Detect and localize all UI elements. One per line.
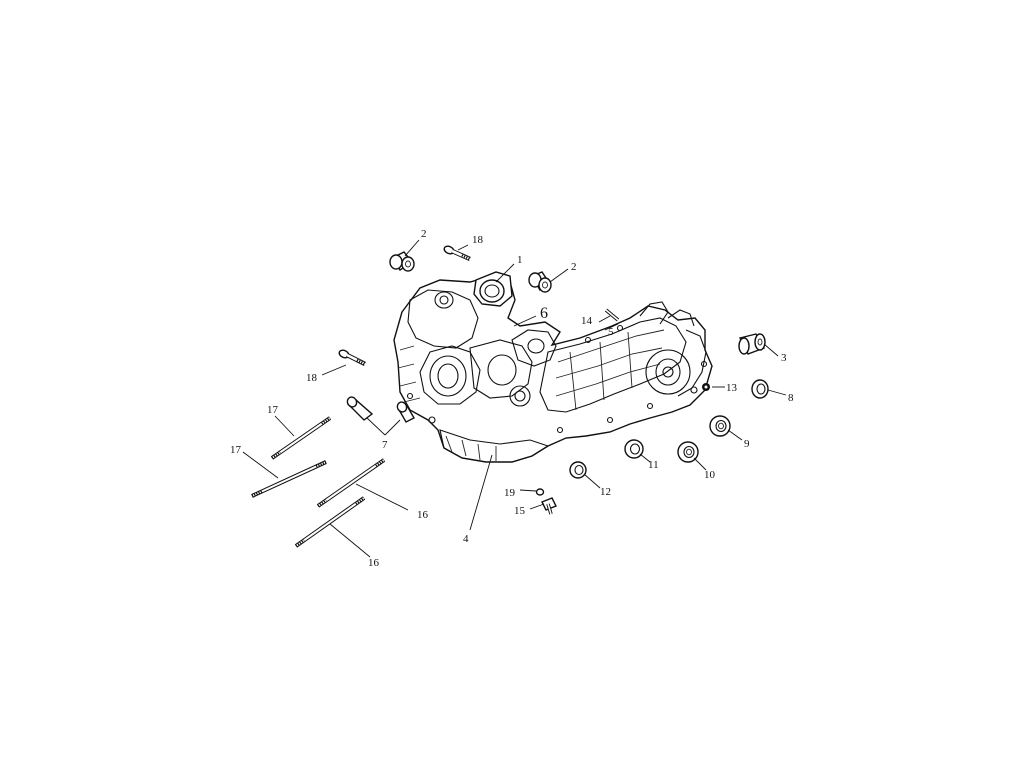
callout-2b: 2: [571, 261, 577, 273]
callout-4: 4: [463, 533, 469, 545]
callout-7: 7: [382, 439, 388, 451]
bearing-11: [624, 439, 644, 459]
callout-13: 13: [726, 382, 738, 394]
callout-10: 10: [704, 469, 716, 481]
drain-bolt-15: [541, 497, 557, 515]
washer-19: [535, 488, 545, 496]
callout-16b: 16: [368, 557, 380, 569]
bolt-18b: [338, 349, 367, 367]
dowel-7b: [396, 401, 415, 423]
callout-16a: 16: [417, 509, 429, 521]
callout-1: 1: [517, 254, 523, 266]
dowel-7a: [346, 396, 374, 421]
engine-mount-tube: [473, 271, 513, 307]
rubber-bush-2b: [528, 271, 552, 293]
seal-8: [751, 379, 769, 399]
callout-8: 8: [788, 392, 794, 404]
callout-12: 12: [600, 486, 611, 498]
callout-18b: 18: [306, 372, 318, 384]
callout-3: 3: [781, 352, 787, 364]
callout-17a: 17: [267, 404, 279, 416]
bearing-10: [677, 441, 699, 463]
callout-18a: 18: [472, 234, 484, 246]
nut-13: [702, 383, 710, 391]
callout-11: 11: [648, 459, 659, 471]
stud-17a: [270, 416, 332, 460]
stud-16a: [316, 458, 386, 508]
stud-17b: [251, 460, 327, 498]
crankcase-body: [393, 271, 713, 463]
rubber-bush-2a: [389, 251, 415, 272]
callout-5: 5: [608, 326, 614, 338]
bolt-18a: [443, 245, 471, 262]
pin-14: [604, 308, 620, 322]
leader-lines: [242, 239, 787, 558]
callout-19: 19: [504, 487, 516, 499]
bush-3: [738, 333, 766, 355]
callout-15: 15: [514, 505, 526, 517]
callout-9: 9: [744, 438, 750, 450]
callout-6: 6: [540, 305, 548, 322]
bearing-9: [709, 415, 731, 437]
stud-16b: [294, 496, 366, 548]
callout-14: 14: [581, 315, 593, 327]
seal-12: [569, 461, 587, 479]
callout-2a: 2: [421, 228, 427, 240]
callout-labels: 2 18 1 2 6 14 5 3 13 8 9 10 11 12 19 15 …: [230, 228, 794, 569]
callout-17b: 17: [230, 444, 242, 456]
